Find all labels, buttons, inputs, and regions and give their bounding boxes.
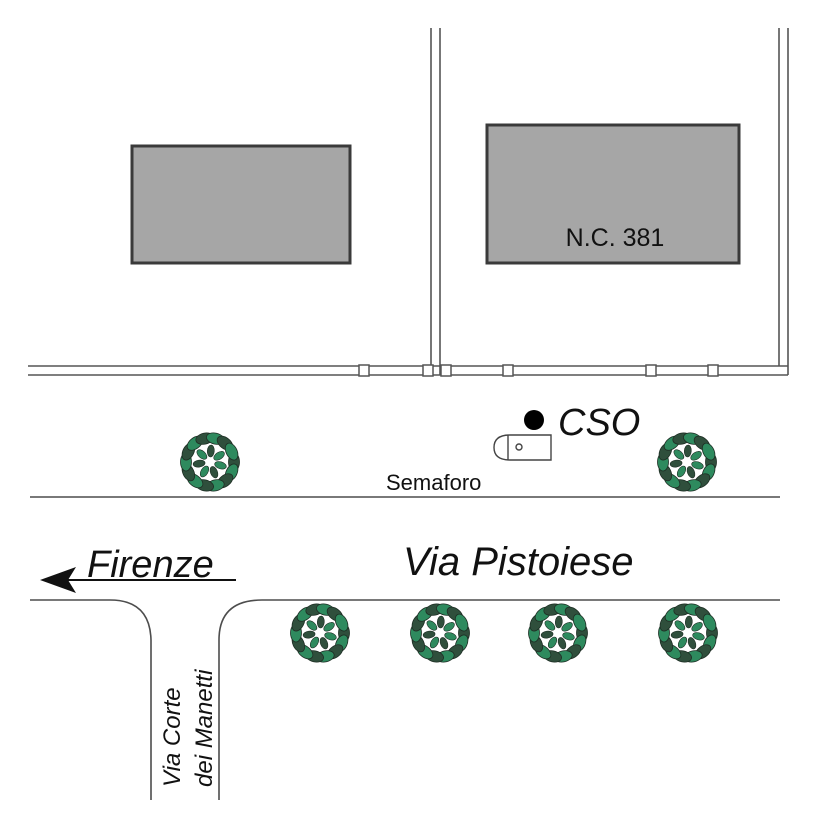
tree-leaf	[684, 615, 693, 629]
tree-leaf	[692, 632, 705, 641]
tree-leaf	[557, 637, 567, 650]
tree-leaf	[334, 613, 349, 632]
tree-leaf	[192, 459, 206, 468]
tree-leaf	[199, 465, 210, 478]
tree-leaf	[690, 451, 702, 461]
trees	[180, 432, 718, 663]
tree-leaf	[674, 620, 686, 631]
traffic-light-label: Semaforo	[386, 470, 481, 495]
side-road-label-line2: dei Manetti	[191, 669, 218, 787]
tree-leaf	[554, 615, 563, 629]
cso-label: CSO	[558, 402, 640, 444]
tree-leaf	[686, 466, 696, 479]
tree-leaf	[324, 632, 337, 641]
tree-leaf	[562, 632, 575, 641]
tree-leaf	[544, 620, 556, 631]
tree-leaf	[319, 637, 329, 650]
tree-leaf	[436, 615, 445, 629]
direction-label: Firenze	[87, 544, 214, 586]
tree-leaf	[209, 466, 219, 479]
tree-leaf	[444, 632, 457, 641]
tree-leaf	[691, 622, 703, 632]
tree-leaf	[540, 630, 554, 639]
tree-leaf	[224, 442, 239, 461]
tree-leaf	[701, 442, 716, 461]
tree-leaf	[547, 636, 558, 649]
tree-icon	[290, 603, 350, 663]
tree-leaf	[561, 622, 573, 632]
tree-leaf	[670, 630, 684, 639]
property-boundaries	[28, 28, 789, 376]
tree-leaf	[676, 465, 687, 478]
boundary-connectors	[358, 364, 719, 377]
tree-leaf	[691, 461, 704, 470]
tree-leaf	[213, 451, 225, 461]
tree-leaf	[306, 620, 318, 631]
tree-leaf	[422, 630, 436, 639]
tree-icon	[528, 603, 588, 663]
tree-leaf	[454, 613, 469, 632]
tree-leaf	[687, 637, 697, 650]
tree-leaf	[429, 636, 440, 649]
building-west	[130, 144, 352, 265]
tree-leaf	[673, 449, 685, 460]
tree-leaf	[572, 613, 587, 632]
tree-leaf	[214, 461, 227, 470]
tree-leaf	[683, 444, 692, 458]
tree-leaf	[426, 620, 438, 631]
building-east-label: N.C. 381	[566, 224, 665, 252]
tree-leaf	[302, 630, 316, 639]
tree-leaf	[677, 636, 688, 649]
tree-leaf	[196, 449, 208, 460]
side-road-label-line1: Via Corte	[159, 687, 186, 787]
cso-marker-icon	[524, 410, 544, 430]
tree-leaf	[206, 444, 215, 458]
main-road-label: Via Pistoiese	[403, 540, 634, 584]
tree-leaf	[702, 613, 717, 632]
tree-leaf	[439, 637, 449, 650]
side-road-label: Via Corte dei Manetti	[159, 669, 218, 787]
tree-leaf	[669, 459, 683, 468]
tree-leaf	[443, 622, 455, 632]
tree-icon	[658, 603, 718, 663]
building-east	[485, 123, 741, 265]
traffic-light-icon	[493, 434, 552, 461]
arrow-left-icon	[40, 567, 236, 593]
tree-leaf	[316, 615, 325, 629]
road-edges	[30, 496, 780, 800]
tree-icon	[657, 432, 717, 492]
tree-leaf	[309, 636, 320, 649]
tree-icon	[180, 432, 240, 492]
tree-leaf	[323, 622, 335, 632]
tree-icon	[410, 603, 470, 663]
